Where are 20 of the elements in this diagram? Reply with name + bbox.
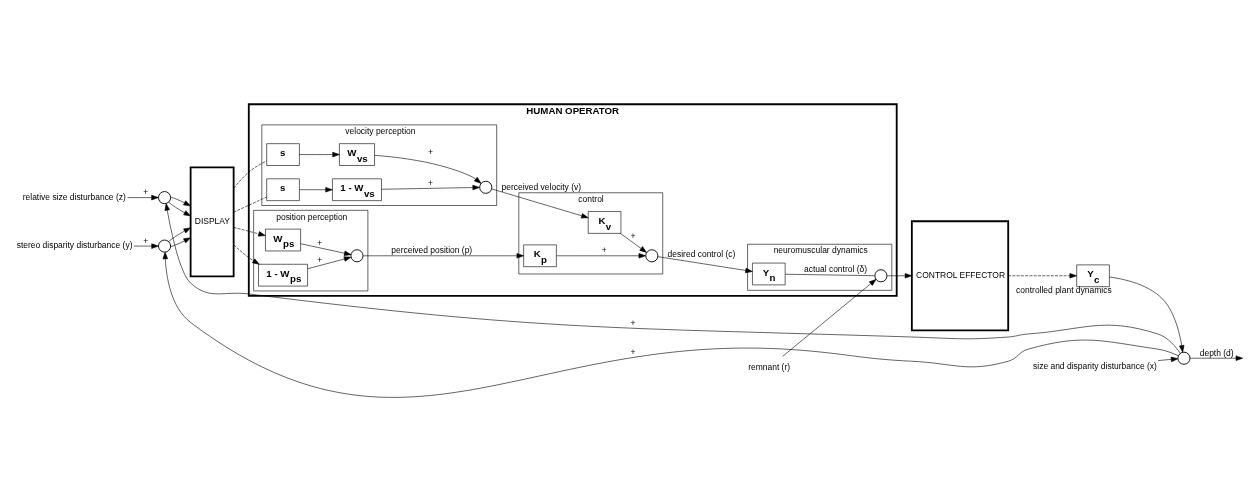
- edge-label: +: [143, 235, 149, 246]
- edge-label: +: [601, 245, 607, 256]
- node-label: controlled plant dynamics: [1016, 285, 1112, 296]
- edge-label: +: [630, 230, 636, 241]
- node-text: remnant (r): [748, 361, 791, 372]
- edge-label: +: [630, 317, 636, 328]
- edge-label: desired control (c): [667, 248, 736, 259]
- edge-label: +: [317, 255, 323, 266]
- node-text: size and disparity disturbance (x): [1033, 360, 1157, 371]
- node-text: relative size disturbance (z): [22, 191, 126, 202]
- node-text: stereo disparity disturbance (y): [16, 240, 133, 251]
- edge-label: +: [317, 237, 323, 248]
- edge-label: perceived position (p): [391, 245, 473, 256]
- edge-label: depth (d): [1199, 347, 1234, 358]
- edge-label: perceived velocity (v): [501, 182, 582, 193]
- edge-label: +: [630, 346, 636, 357]
- edge-label: +: [143, 187, 149, 198]
- edge-label: actual control (δ): [803, 264, 868, 275]
- edge-label: +: [427, 147, 433, 158]
- edge-label: +: [427, 177, 433, 188]
